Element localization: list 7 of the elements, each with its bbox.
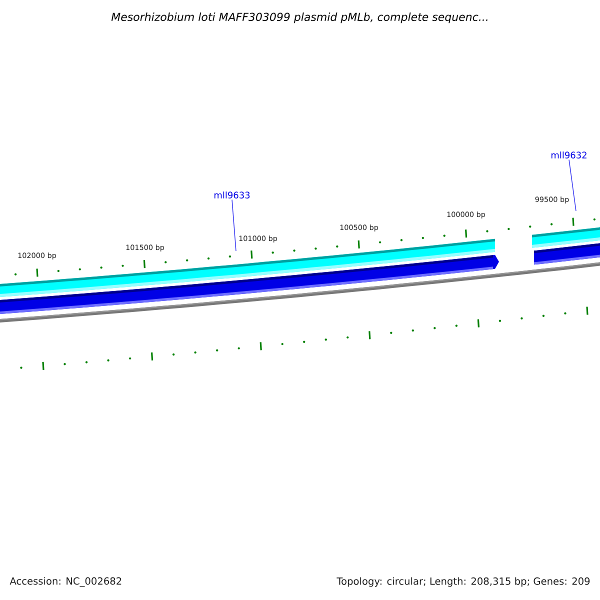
gene-label: mll9633 [214,192,250,198]
leader-line [232,199,236,252]
leader-line [568,159,576,212]
title: Mesorhizobium loti MAFF303099 plasmid pMLb, complete sequenc... [111,12,488,24]
gene-label: mll9632 [551,152,586,158]
accession-text: Accession: NC_002682 [9,576,123,588]
topology-text: Topology: circular; Length: 208,315 bp; Genes: 209 [336,576,591,588]
